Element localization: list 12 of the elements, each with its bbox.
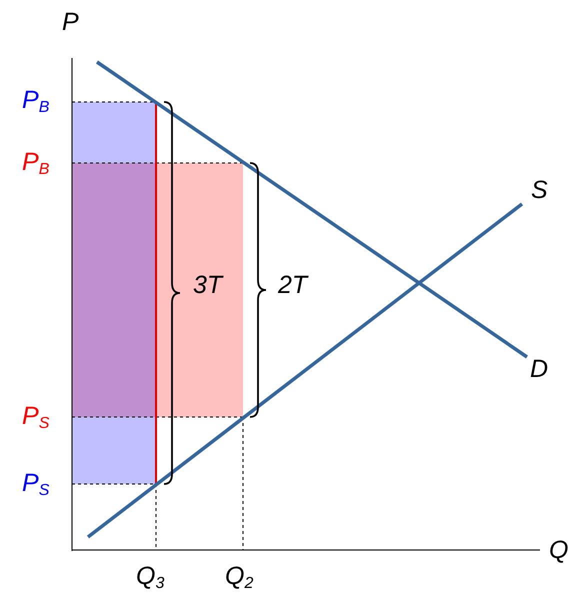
price-label: P$_{S}$ — [22, 404, 50, 432]
axis-label: Q — [549, 538, 568, 563]
curve-label: S — [531, 178, 548, 203]
curve-label: D — [530, 357, 548, 382]
price-label: P$_{S}$ — [22, 471, 50, 499]
brace-label: 2T — [278, 273, 308, 298]
quantity-label: Q$_{3}$ — [136, 564, 164, 592]
price-label: P$_{B}$ — [22, 150, 50, 178]
quantity-label: Q$_{2}$ — [225, 564, 254, 592]
price-label: P$_{B}$ — [22, 88, 50, 116]
brace-label: 3T — [193, 273, 222, 298]
axis-label: P — [62, 10, 79, 35]
